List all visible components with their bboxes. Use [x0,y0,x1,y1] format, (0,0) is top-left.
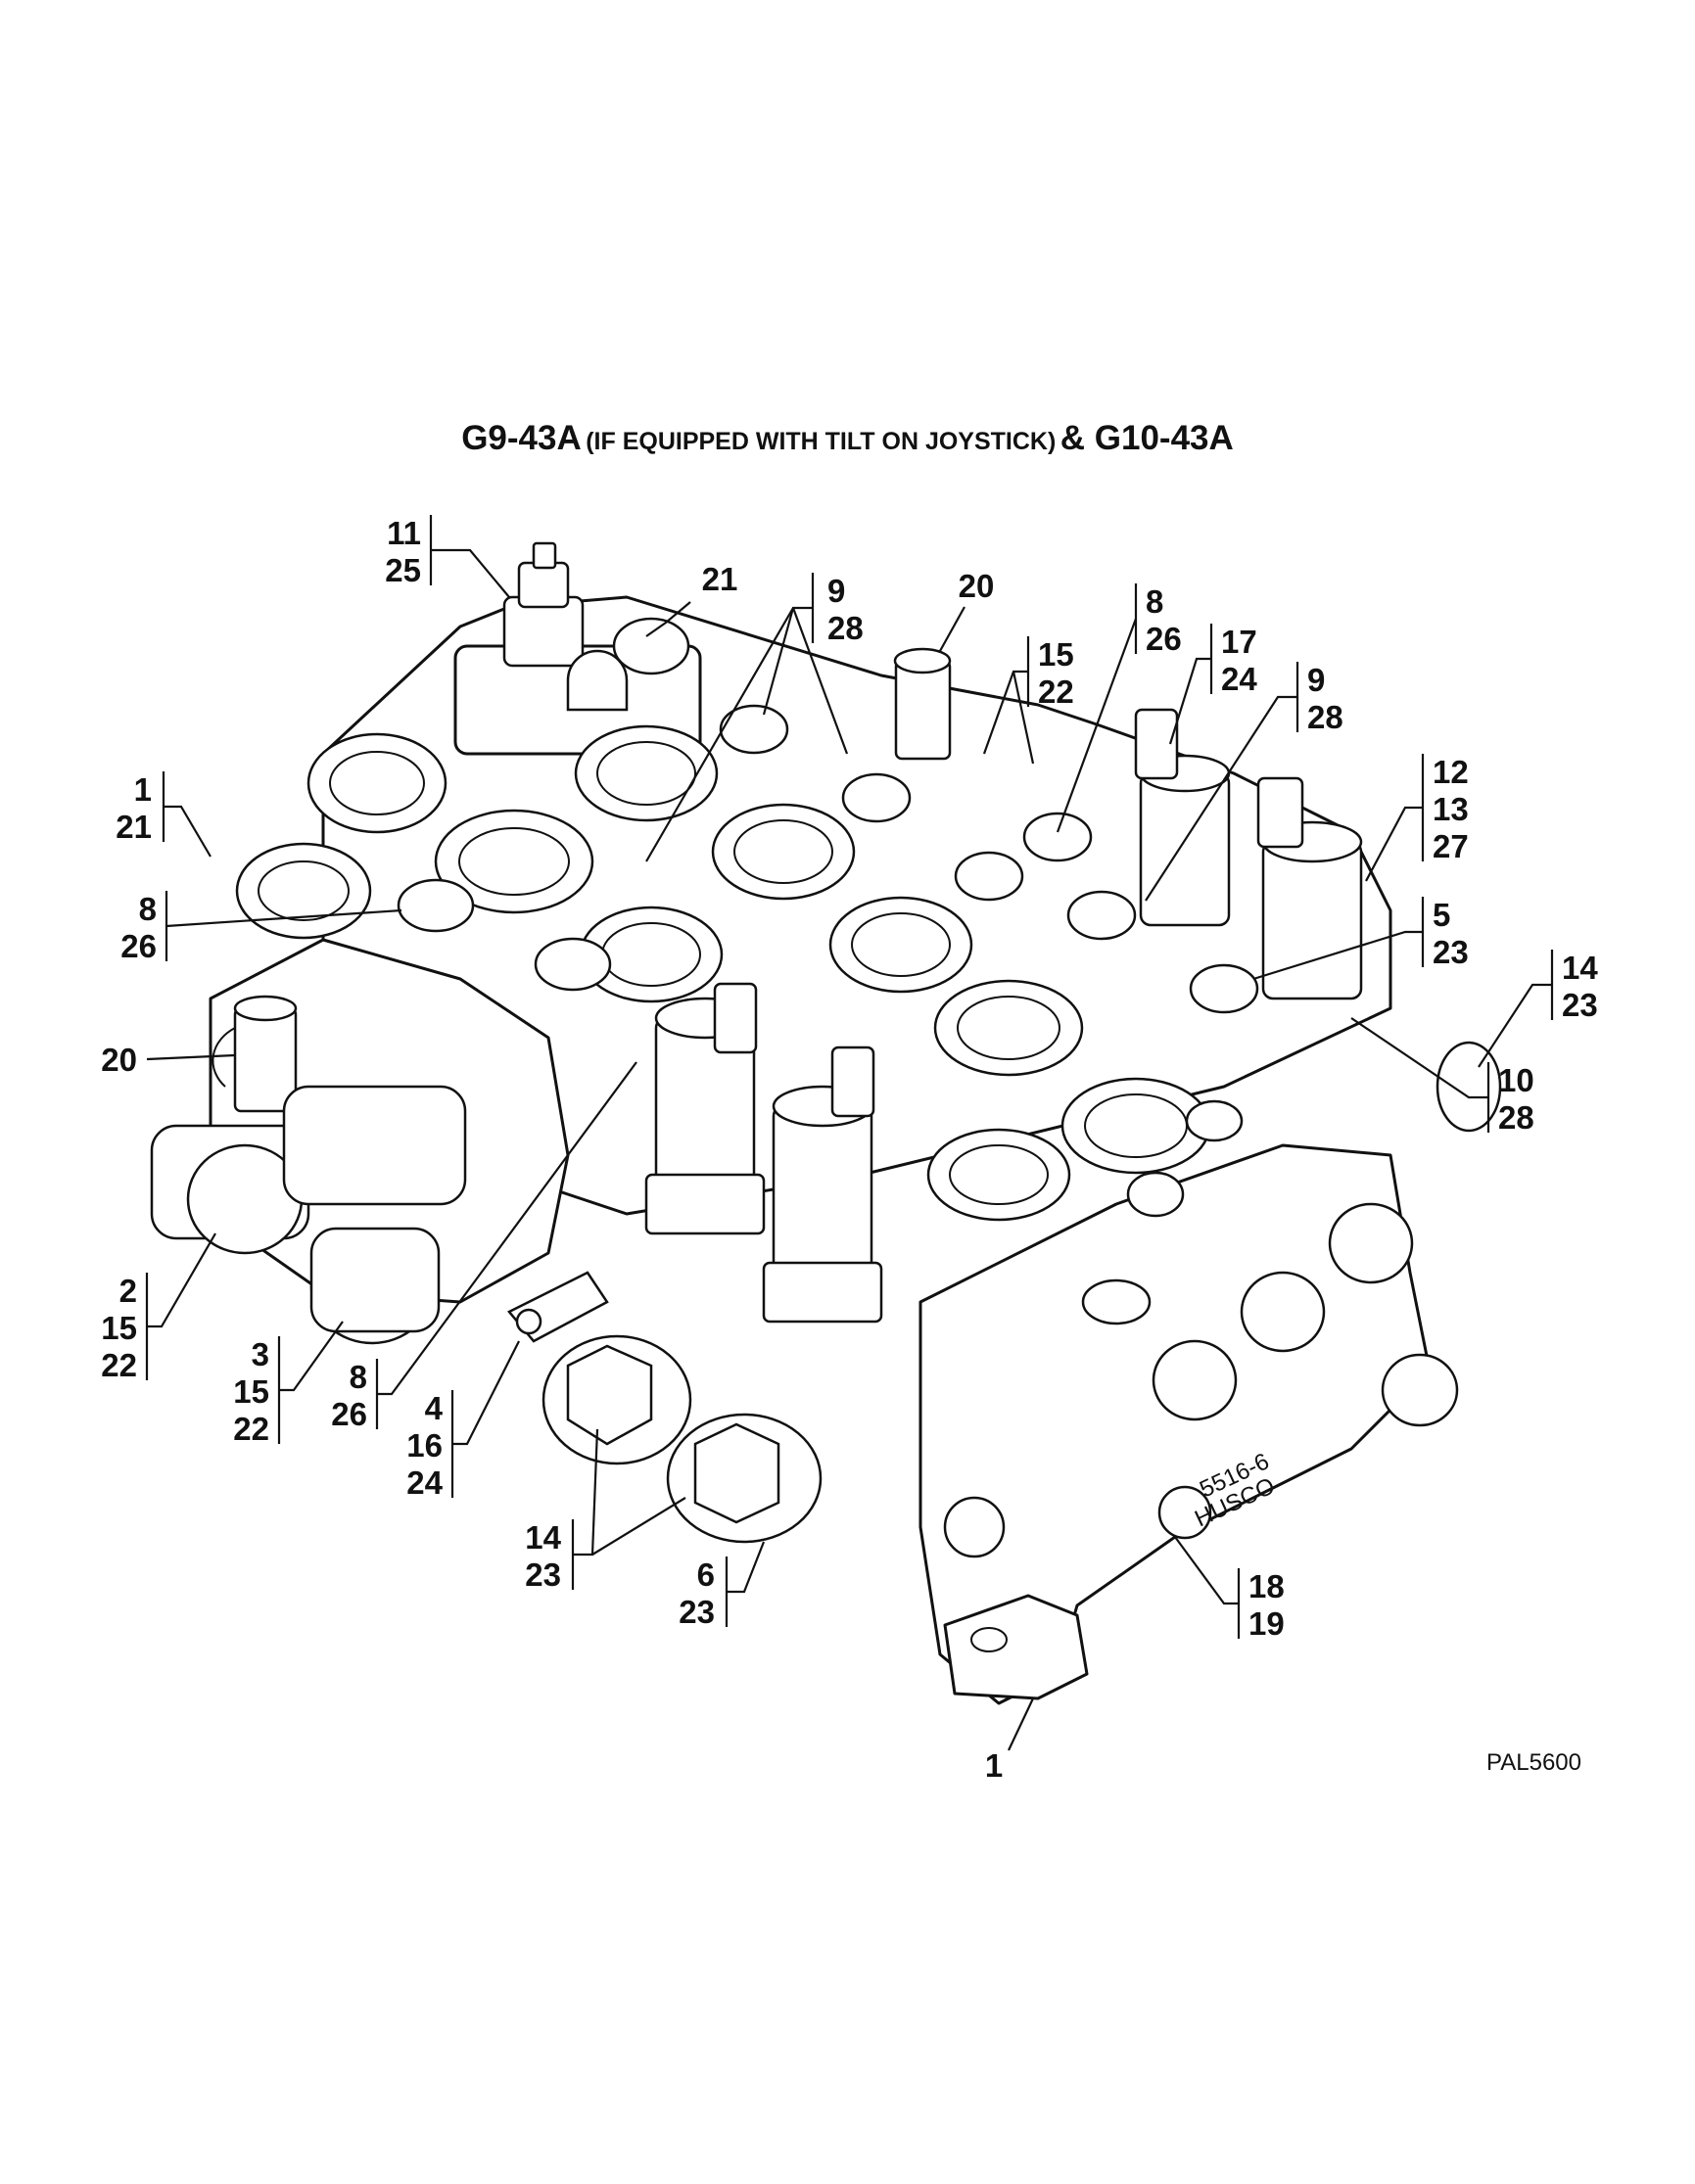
callout-2-15-22: 2 15 22 [101,1232,216,1383]
callout-20-left: 20 [101,1042,236,1078]
callout-18-19: 18 19 [1174,1536,1285,1642]
callout-20-top-line-1: 20 [959,568,995,604]
callout-18-19-line-1: 18 [1248,1568,1285,1604]
callout-11-25-line-2: 25 [385,552,421,588]
callout-3-15-22: 3 15 22 [233,1321,344,1447]
callout-9-28-a-line-1: 9 [827,573,845,609]
callout-3-15-22-line-2: 15 [233,1373,269,1410]
front-plugs [541,1334,823,1544]
callout-5-23-line-1: 5 [1433,897,1450,933]
callout-20-left-line-1: 20 [101,1042,137,1078]
callout-1-bottom: 1 [985,1697,1034,1784]
callout-8-26-top-line-2: 26 [1146,621,1182,657]
callout-1-21-line-1: 1 [134,771,152,808]
callout-4-16-24: 4 16 24 [406,1340,520,1501]
callout-11-25: 11 25 [385,515,510,598]
callout-17-24: 17 24 [1168,624,1257,745]
solenoid-2 [1256,776,1363,1000]
callout-12-13-27-line-1: 12 [1433,754,1469,790]
callout-1-21-line-2: 21 [116,809,152,845]
callout-15-22-line-1: 15 [1038,636,1074,673]
callout-9-28-a-line-2: 28 [827,610,864,646]
callout-3-15-22-line-1: 3 [252,1336,269,1372]
callout-14-23-right: 14 23 [1478,950,1598,1068]
callout-4-16-24-line-3: 24 [406,1464,443,1501]
callout-8-26-top: 8 26 [1056,583,1182,833]
solenoid-4 [762,1046,883,1324]
link-bracket [507,1271,609,1343]
callouts: 11 25 21 9 28 20 [101,515,1598,1784]
front-ports [943,1041,1502,1558]
solenoid-1 [1134,708,1231,927]
callout-14-23-right-line-2: 23 [1562,987,1598,1023]
left-caps [150,1085,467,1345]
callout-8-26-bottom: 8 26 [331,1061,637,1432]
fitting-top [893,647,952,761]
diagram-title: G9-43A (IF EQUIPPED WITH TILT ON JOYSTIC… [0,419,1695,458]
title-model-a: G9-43A [461,419,582,457]
solenoid-3 [644,982,766,1235]
callout-8-26-bottom-line-1: 8 [350,1359,367,1395]
callout-4-16-24-line-1: 4 [425,1390,444,1426]
callout-1-bottom-line-1: 1 [985,1747,1003,1784]
callout-11-25-line-1: 11 [387,515,421,551]
callout-9-28-b-line-1: 9 [1307,662,1325,698]
callout-14-23-bottom: 14 23 [525,1428,686,1593]
fitting-left [212,995,298,1113]
callout-2-15-22-line-1: 2 [119,1273,137,1309]
callout-6-23: 6 23 [679,1541,766,1630]
title-model-b: & G10-43A [1059,419,1234,457]
callout-9-28-b-line-2: 28 [1307,699,1343,735]
callout-9-28-a: 9 28 [645,573,864,862]
mounting-foot [943,1594,1089,1700]
callout-14-23-bottom-line-2: 23 [525,1557,561,1593]
callout-8-26-left: 8 26 [120,891,402,964]
callout-6-23-line-2: 23 [679,1594,715,1630]
callout-6-23-line-1: 6 [697,1557,715,1593]
relief-valve [453,541,702,756]
callout-18-19-line-2: 19 [1248,1605,1285,1642]
callout-14-23-right-line-1: 14 [1562,950,1598,986]
callout-2-15-22-line-2: 15 [101,1310,137,1346]
drawing-code: PAL5600 [1486,1749,1581,1776]
callout-20-top: 20 [939,568,995,652]
callout-3-15-22-line-3: 22 [233,1411,269,1447]
callout-12-13-27: 12 13 27 [1365,754,1469,882]
solenoids [644,708,1363,1324]
callout-8-26-bottom-line-2: 26 [331,1396,367,1432]
callout-10-28-line-1: 10 [1498,1062,1534,1098]
callout-1-21: 1 21 [116,771,212,858]
callout-4-16-24-line-2: 16 [406,1427,443,1464]
callout-5-23-line-2: 23 [1433,934,1469,970]
hex-plugs [397,704,1259,1142]
callout-17-24-line-1: 17 [1221,624,1257,660]
callout-21-line-1: 21 [702,561,738,597]
callout-12-13-27-line-3: 27 [1433,828,1469,864]
callout-8-26-top-line-1: 8 [1146,583,1163,620]
callout-14-23-bottom-line-1: 14 [525,1519,561,1556]
callout-9-28-b: 9 28 [1145,662,1343,902]
callout-8-26-left-line-2: 26 [120,928,157,964]
callout-2-15-22-line-3: 22 [101,1347,137,1383]
callout-15-22-line-2: 22 [1038,674,1074,710]
callout-12-13-27-line-2: 13 [1433,791,1469,827]
valve-assembly: 5516-6 HUSCO [150,541,1502,1705]
callout-10-28-line-2: 28 [1498,1099,1534,1136]
title-note: (IF EQUIPPED WITH TILT ON JOYSTICK) [586,428,1057,455]
callout-15-22: 15 22 [982,636,1074,765]
callout-5-23: 5 23 [1252,897,1469,981]
callout-10-28: 10 28 [1350,1017,1534,1136]
callout-17-24-line-2: 24 [1221,661,1257,697]
callout-21: 21 [645,561,738,637]
callout-8-26-left-line-1: 8 [139,891,157,927]
